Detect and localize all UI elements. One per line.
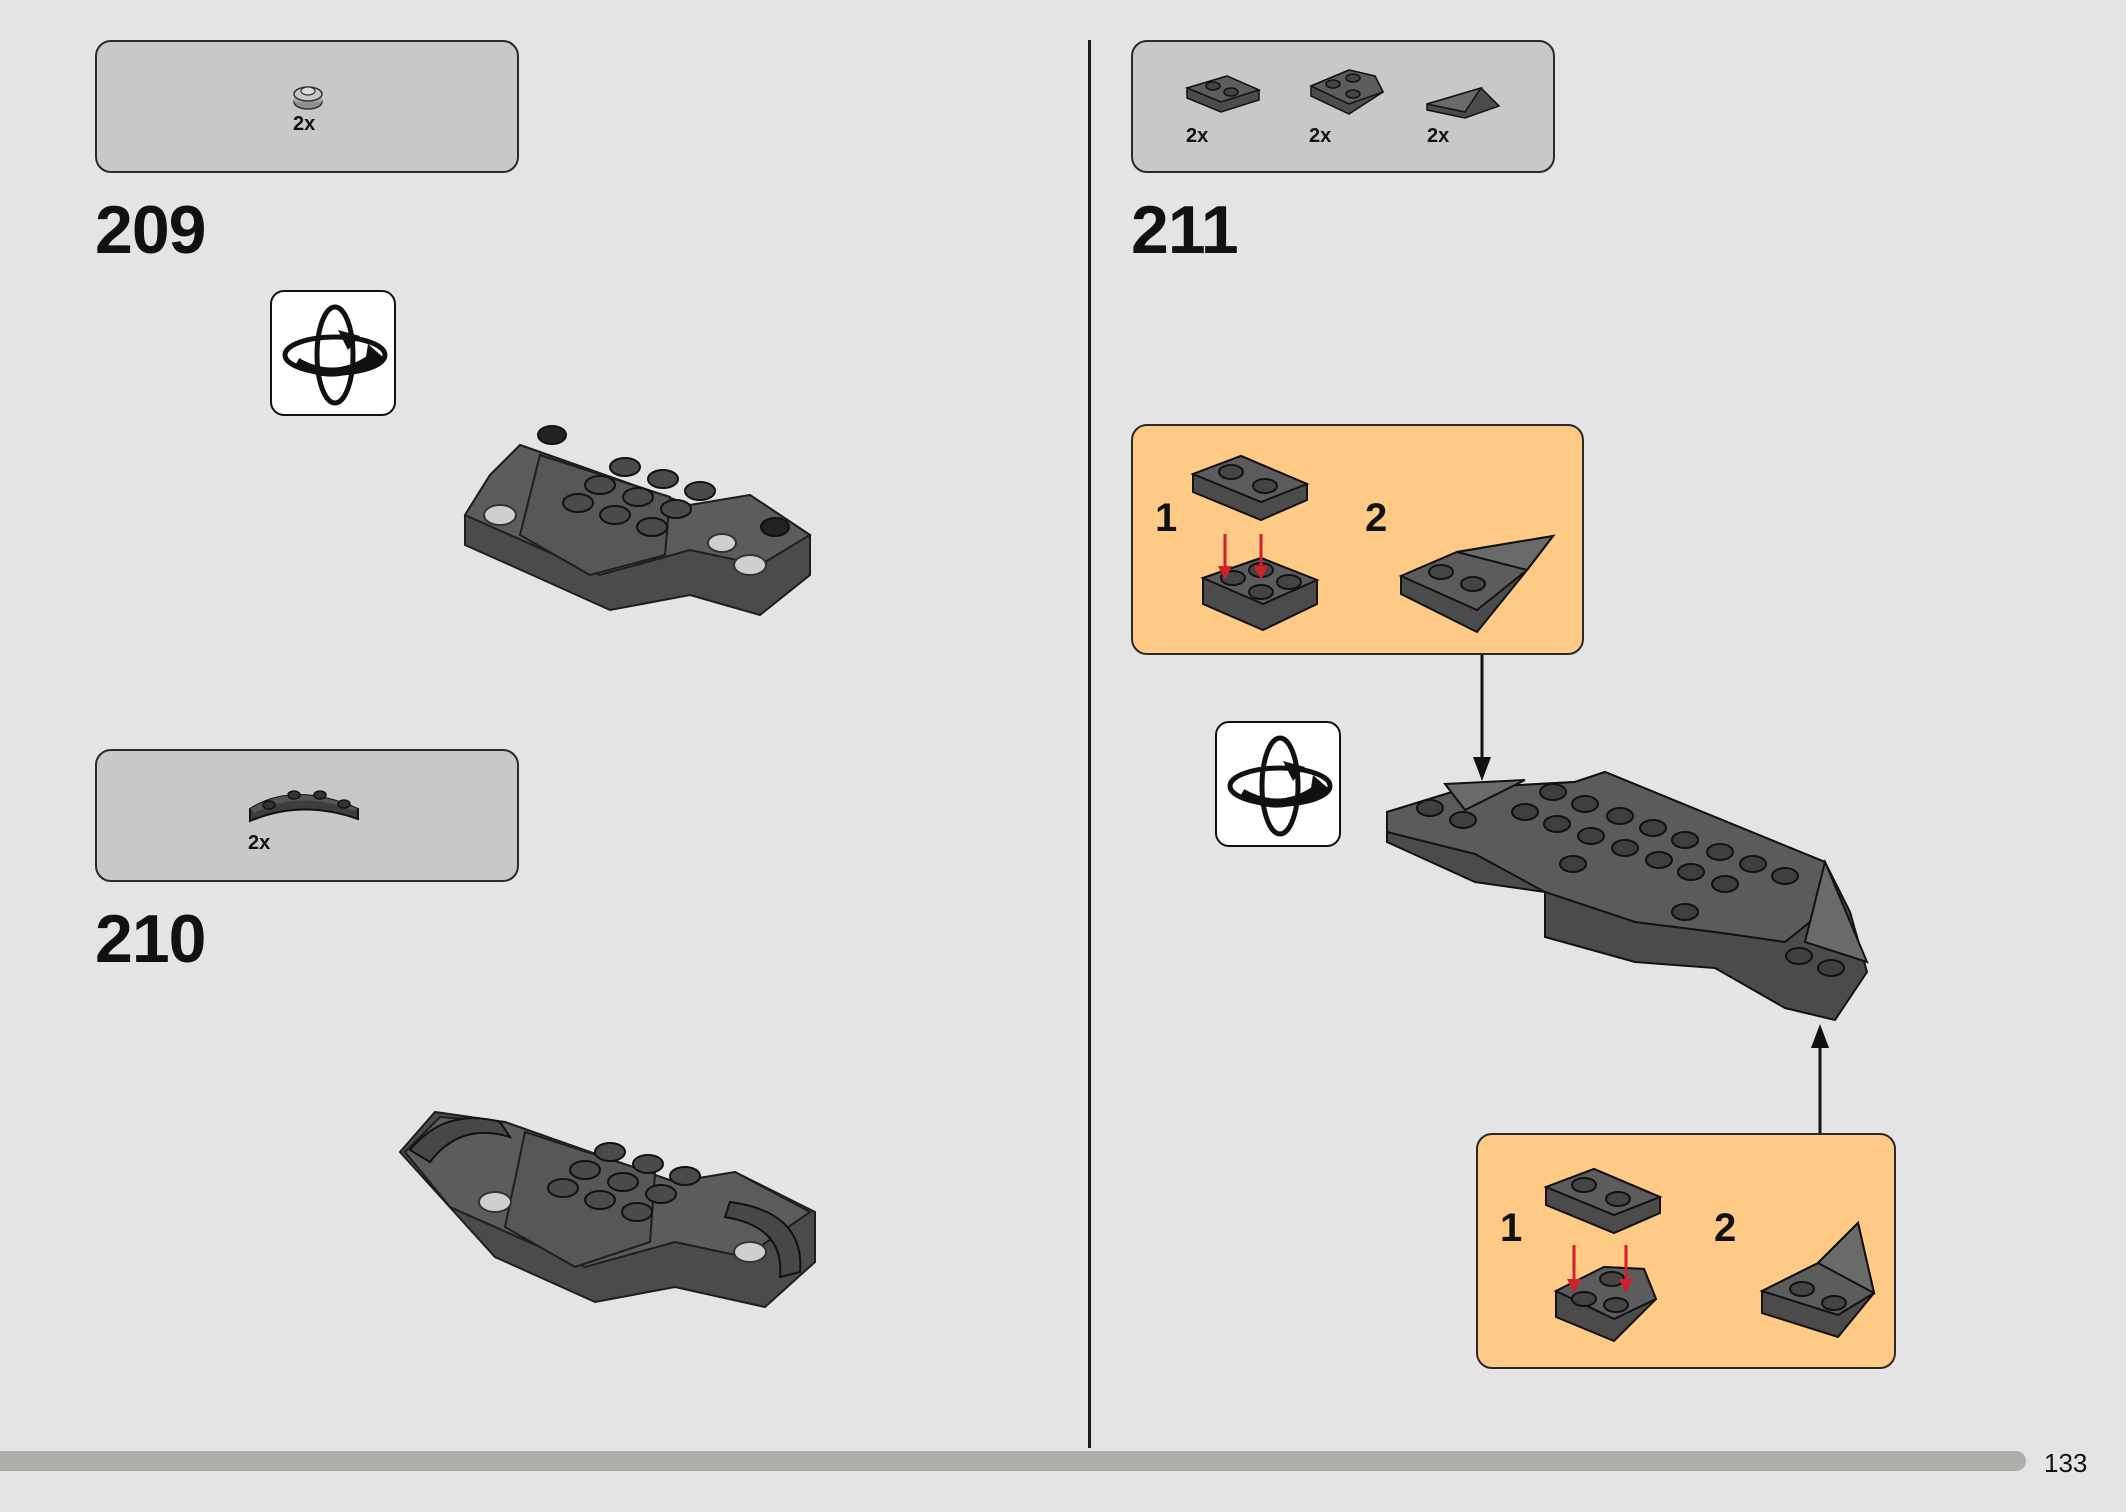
curved-plate-icon: [249, 790, 359, 823]
callout-connector-arrow: [1811, 1024, 1829, 1135]
substep-2-illustration: [1759, 1221, 1876, 1339]
subassembly-callout-bottom: 1 2: [1476, 1133, 1896, 1369]
model-step-209: [463, 425, 812, 617]
page-progress-bar: [0, 1451, 2026, 1471]
plate-1x2-rail-icon: [1184, 75, 1262, 113]
parts-list-211: 2x 2x 2x: [1131, 40, 1555, 173]
parts-list-210: 2x: [95, 749, 519, 882]
tile-slope-icon: [1426, 86, 1501, 119]
model-step-210: [398, 1110, 816, 1309]
model-step-211: [1386, 770, 1869, 1022]
part-qty: 2x: [293, 113, 316, 135]
part-qty: 2x: [1427, 125, 1450, 147]
substep-1-illustration: [1543, 1167, 1663, 1343]
substep-2-illustration: [1398, 534, 1556, 634]
part-qty: 2x: [1186, 125, 1209, 147]
step-number-211: 211: [1131, 192, 1239, 268]
substep-number: 2: [1365, 496, 1388, 540]
round-plate-1x1-icon: [293, 86, 323, 110]
page-number: 133: [2044, 1448, 2088, 1478]
page-divider: [1088, 40, 1091, 1448]
parts-list-209: 2x: [95, 40, 519, 173]
subassembly-callout-top: 1 2: [1131, 424, 1584, 655]
callout-connector-arrow: [1473, 655, 1491, 781]
part-qty: 2x: [1309, 125, 1332, 147]
wedge-plate-icon: [1309, 69, 1385, 115]
substep-number: 1: [1500, 1206, 1523, 1250]
rotate-model-icon: [1215, 721, 1341, 847]
step-number-209: 209: [95, 192, 206, 268]
substep-number: 1: [1155, 496, 1178, 540]
substep-1-illustration: [1190, 454, 1320, 632]
part-qty: 2x: [248, 832, 271, 854]
step-number-210: 210: [95, 901, 206, 977]
substep-number: 2: [1714, 1206, 1737, 1250]
rotate-model-icon: [270, 290, 396, 416]
